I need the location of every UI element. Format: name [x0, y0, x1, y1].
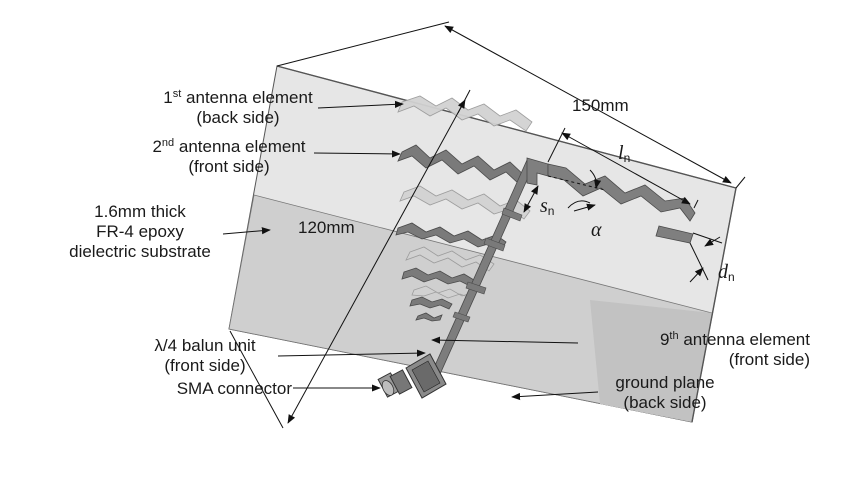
leader-el2	[313, 150, 401, 158]
dim-ln-line	[561, 132, 691, 205]
alpha-arrow	[573, 203, 596, 212]
dim-label-150mm: 150mm	[572, 96, 629, 115]
dim-120-ext-bottom	[229, 330, 284, 429]
label-antenna-element-9: 9th antenna element (front side)	[659, 330, 810, 369]
substrate-edge-right	[691, 187, 737, 423]
dim-dn-ext-2	[689, 242, 709, 281]
dim-dn-arrow-2	[689, 267, 704, 283]
leader-ground	[511, 391, 599, 401]
dim-label-alpha: α	[591, 219, 602, 241]
label-antenna-element-2: 2nd antenna element (front side)	[152, 137, 306, 176]
dim-label-dn: dn	[718, 261, 735, 284]
dim-dn-ext-1	[692, 232, 723, 244]
dim-label-sn: sn	[540, 195, 555, 218]
label-ground-plane: ground plane (back side)	[615, 373, 715, 412]
dim-ln-ext-1	[547, 127, 566, 163]
ground-plane-shading	[590, 300, 712, 422]
leader-lines	[222, 100, 599, 401]
dim-dn-arrow-1	[704, 236, 721, 247]
dim-ln-ext-2	[693, 199, 699, 209]
ln-small-arc	[589, 169, 602, 189]
dim-150-ext-2	[735, 176, 746, 189]
label-sma-connector: SMA connector	[176, 379, 292, 398]
dim-label-ln: ln	[618, 142, 631, 165]
label-substrate: 1.6mm thick FR-4 epoxy dielectric substr…	[69, 202, 211, 261]
dim-sn-line	[523, 185, 539, 213]
dim-120-line	[287, 99, 466, 424]
leader-el1	[317, 100, 404, 109]
alpha-arc	[567, 200, 591, 209]
label-balun: λ/4 balun unit (front side)	[154, 336, 256, 375]
dimension-lines	[229, 21, 746, 429]
label-antenna-element-1: 1st antenna element (back side)	[163, 88, 313, 127]
dim-150-ext-1	[276, 21, 450, 67]
leader-el9	[431, 336, 579, 344]
leader-substrate	[222, 227, 271, 235]
leader-balun	[277, 349, 426, 357]
dim-120-ext-top	[457, 89, 471, 114]
dim-label-120mm: 120mm	[298, 218, 355, 237]
